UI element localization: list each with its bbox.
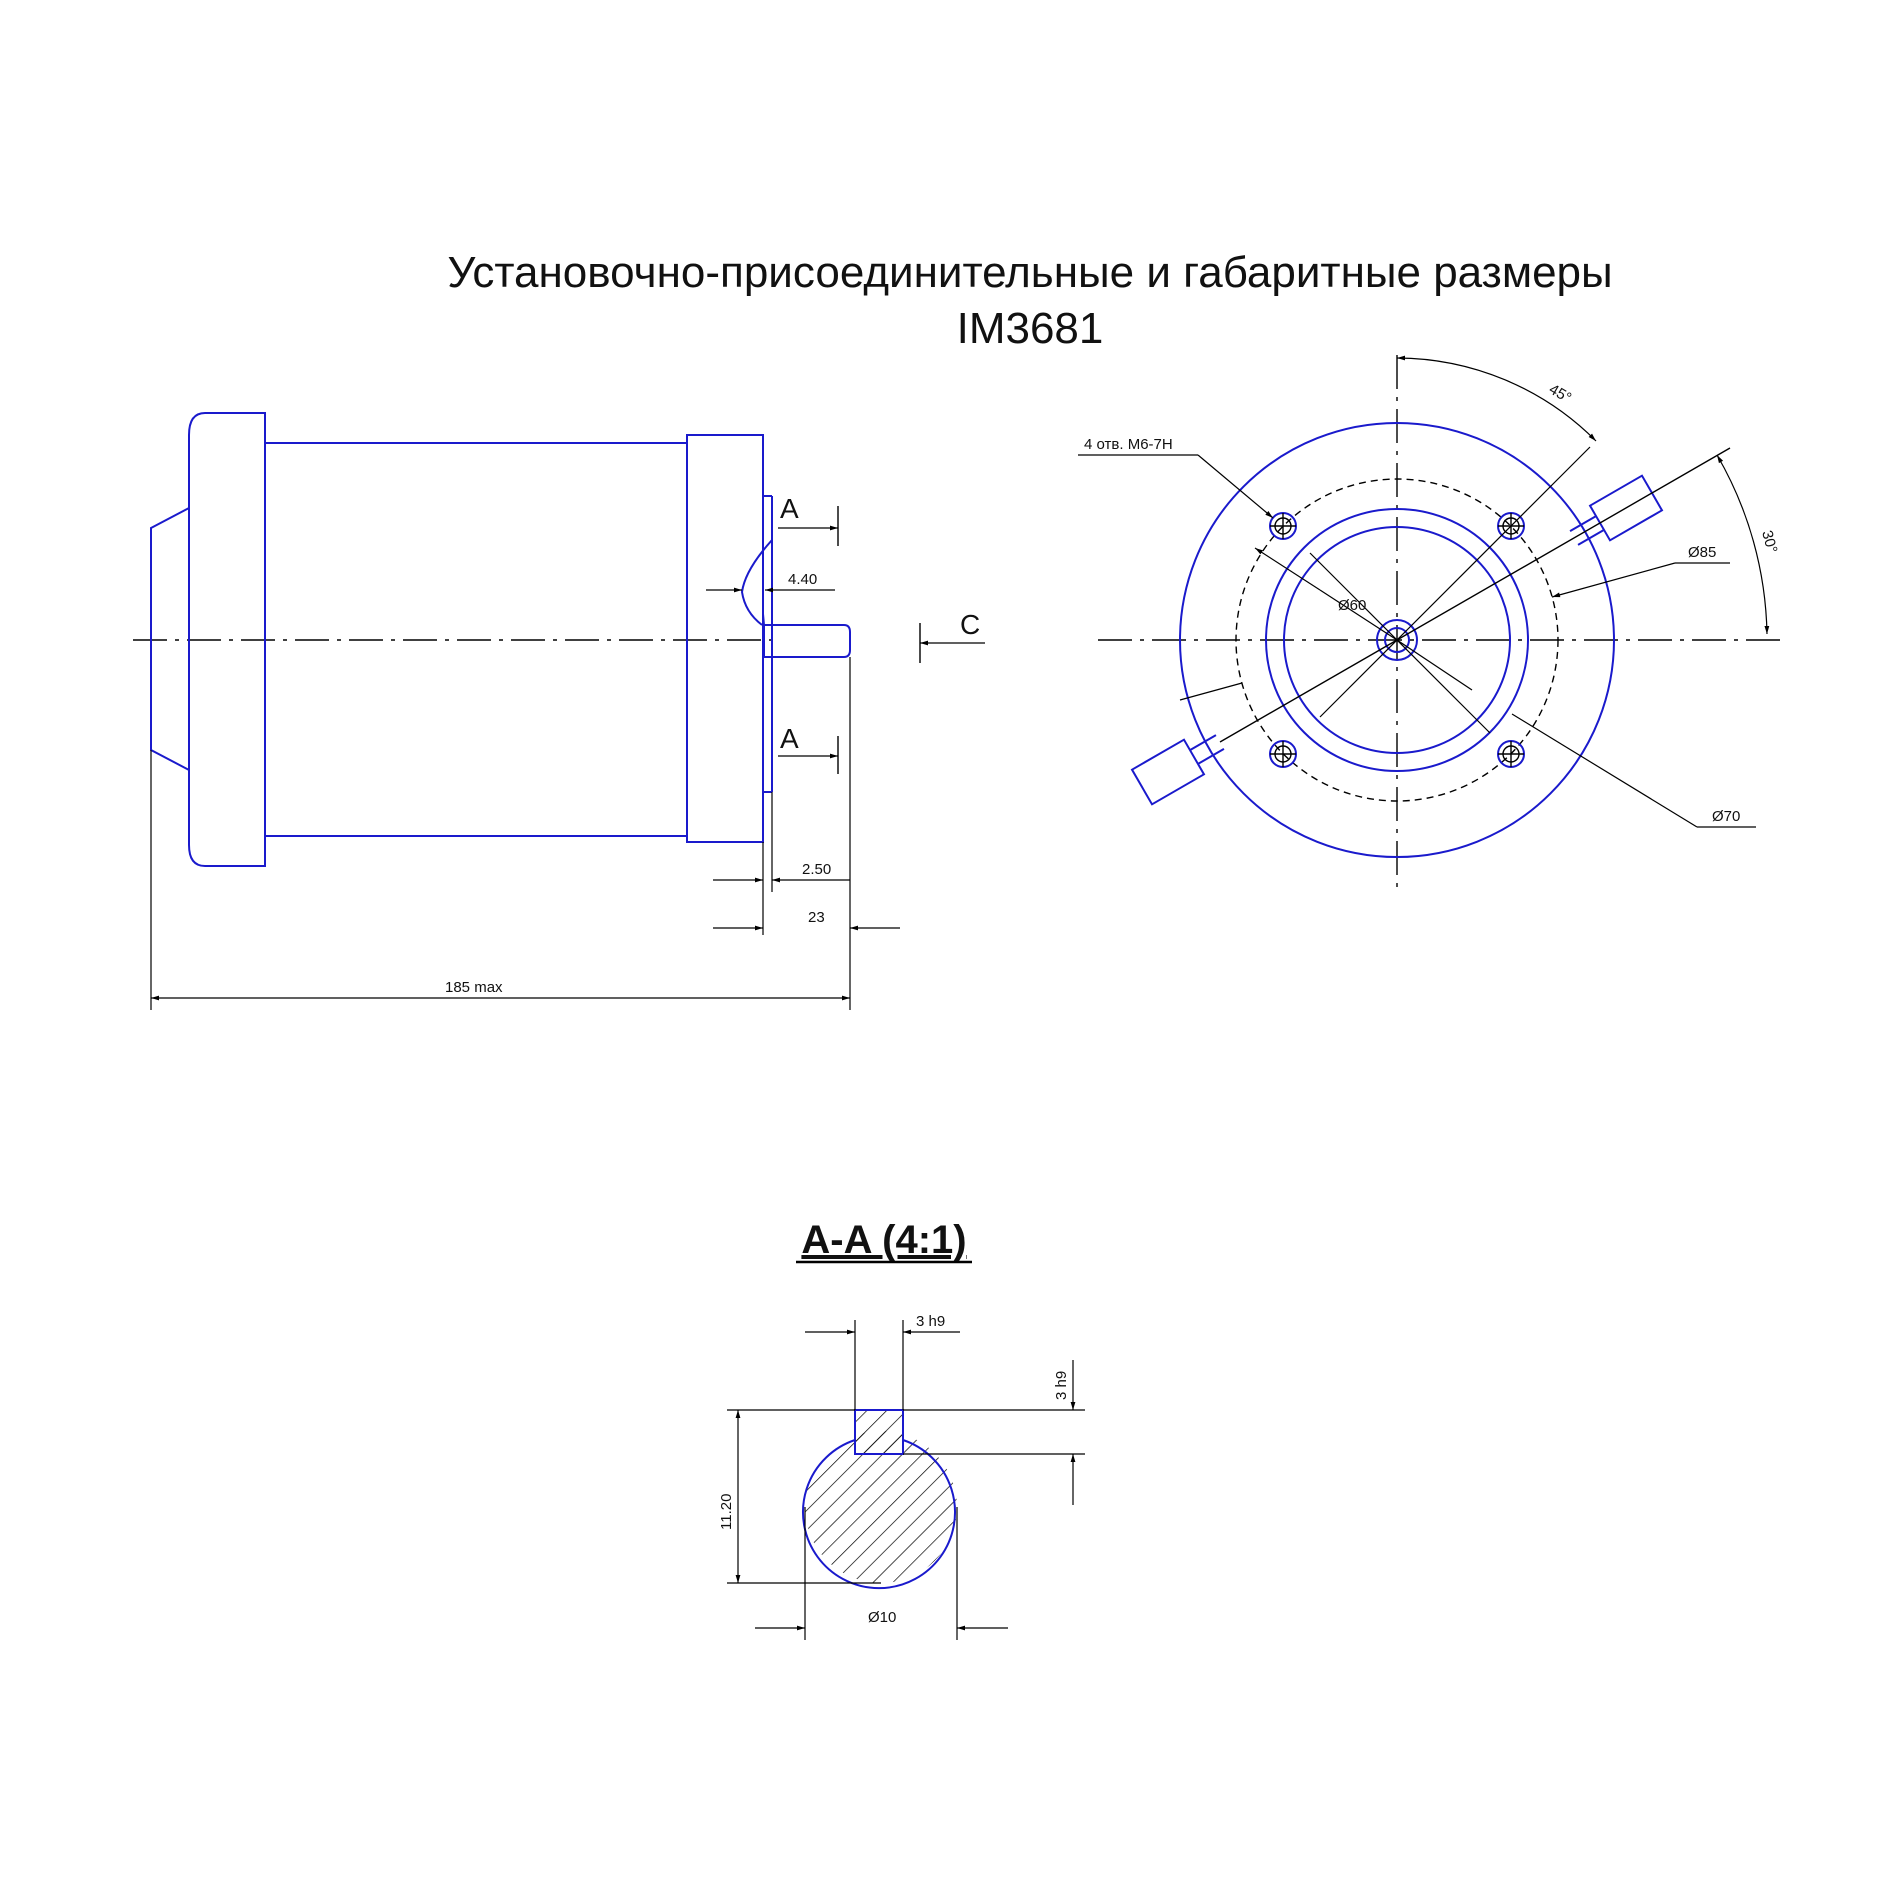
- terminal-box-lower: [1130, 734, 1225, 806]
- section-title: A-A (4:1): [801, 1218, 966, 1262]
- holes-note: 4 отв. М6-7Н: [1084, 436, 1173, 453]
- bolt-hole-bl: [1269, 740, 1297, 768]
- dia-85: Ø85: [1688, 544, 1716, 561]
- dim-23: 23: [808, 909, 825, 926]
- section-view: A-A (4:1) 3 h9 3 h9 11.20 Ø10: [718, 1218, 1085, 1640]
- dia-60: Ø60: [1338, 597, 1366, 614]
- bolt-hole-br: [1497, 740, 1525, 768]
- angle-45: 45°: [1546, 381, 1574, 407]
- view-mark: C: [960, 609, 980, 640]
- model-code: IM3681: [957, 304, 1104, 353]
- front-view: 45° 30° 4 отв. М6-7Н Ø85 Ø60 Ø70: [1078, 355, 1782, 895]
- angle-30: 30°: [1758, 529, 1780, 555]
- drawing-title: Установочно-присоединительные и габаритн…: [447, 248, 1612, 297]
- bolt-hole-tl: [1269, 512, 1297, 540]
- dim-4-40: 4.40: [788, 571, 817, 588]
- side-view: A A C 4.40 2.50 23 185 max: [133, 412, 985, 1010]
- key-height: 3 h9: [1053, 1371, 1070, 1400]
- section-mark-top: A: [780, 493, 799, 524]
- section-mark-bottom: A: [780, 723, 799, 754]
- dia-70: Ø70: [1712, 808, 1740, 825]
- section-diameter: Ø10: [868, 1609, 896, 1626]
- key-width: 3 h9: [916, 1313, 945, 1330]
- dim-185-max: 185 max: [445, 979, 503, 996]
- dim-2-50: 2.50: [802, 861, 831, 878]
- section-height: 11.20: [718, 1494, 735, 1530]
